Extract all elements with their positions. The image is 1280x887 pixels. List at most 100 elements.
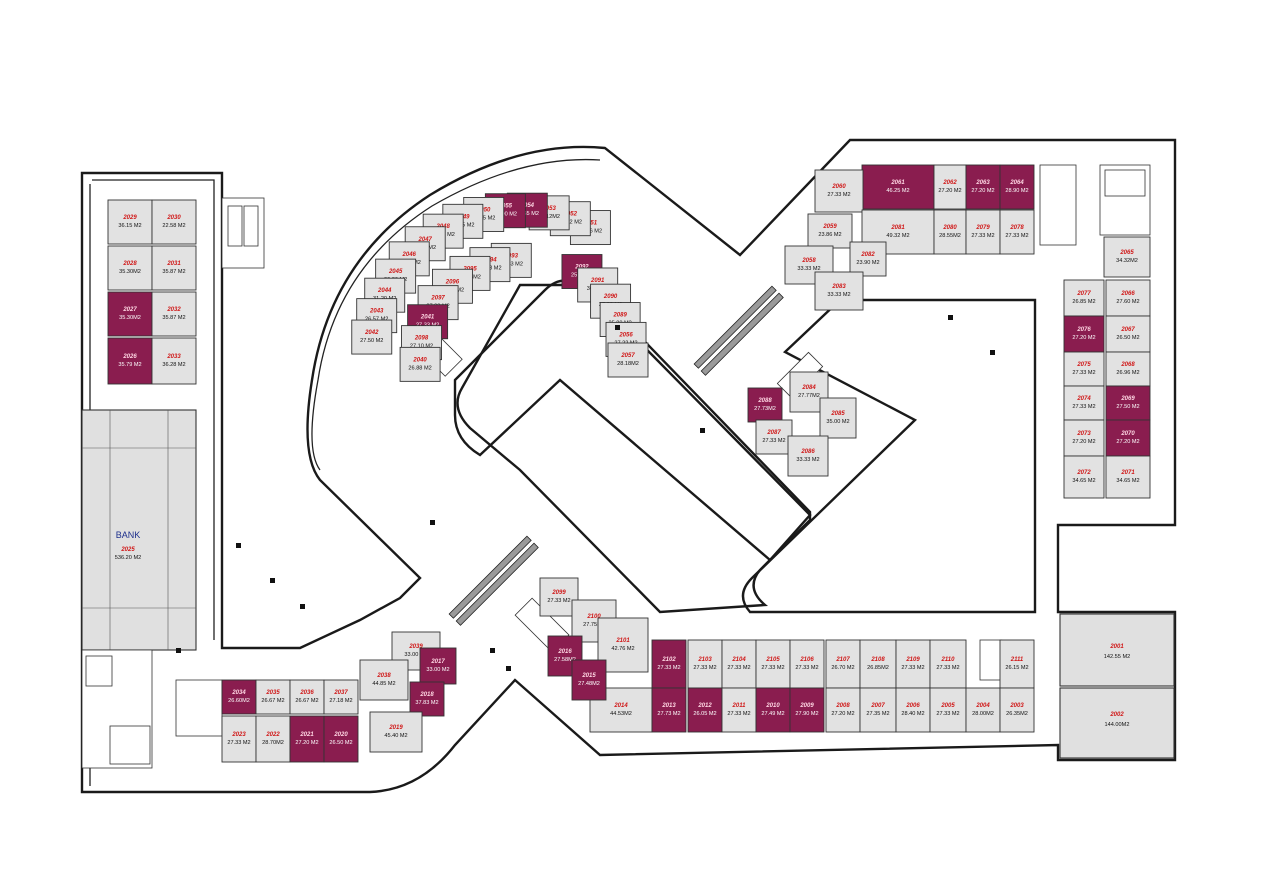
unit-area: 35.30M2 [119, 269, 141, 275]
unit-number: 2108 [870, 657, 885, 663]
unit-number: 2079 [975, 225, 990, 231]
unit-number: 2026 [122, 354, 137, 360]
unit-area: 27.25 M2 [472, 215, 495, 221]
shop-unit-2108[interactable]: 2108 26.85M2 [859, 639, 897, 689]
unit-number: 2103 [697, 657, 712, 663]
stair-bottom-left [81, 649, 153, 769]
unit-box [859, 687, 897, 733]
unit-area: 33.00 M2 [426, 667, 449, 673]
unit-area: 35.87 M2 [162, 269, 185, 275]
unit-area: 27.33 M2 [727, 665, 750, 671]
unit-number: 2028 [122, 261, 137, 267]
unit-area: 26.85M2 [867, 665, 889, 671]
unit-area: 27.20 M2 [295, 740, 318, 746]
unit-box [929, 687, 967, 733]
unit-box [825, 639, 861, 689]
unit-box [1103, 236, 1151, 278]
unit-box [1063, 351, 1105, 387]
unit-number: 2065 [1119, 250, 1134, 256]
unit-number: 2046 [402, 252, 417, 258]
unit-box [1105, 351, 1151, 387]
unit-area: 27.33 M2 [1005, 233, 1028, 239]
shop-unit-2028[interactable]: 2028 35.30M2 [107, 245, 153, 291]
unit-number: 2039 [408, 644, 423, 650]
unit-number: 2059 [822, 224, 837, 230]
unit-area: 27.58M2 [554, 657, 576, 663]
unit-area: 23.90 M2 [856, 260, 879, 266]
